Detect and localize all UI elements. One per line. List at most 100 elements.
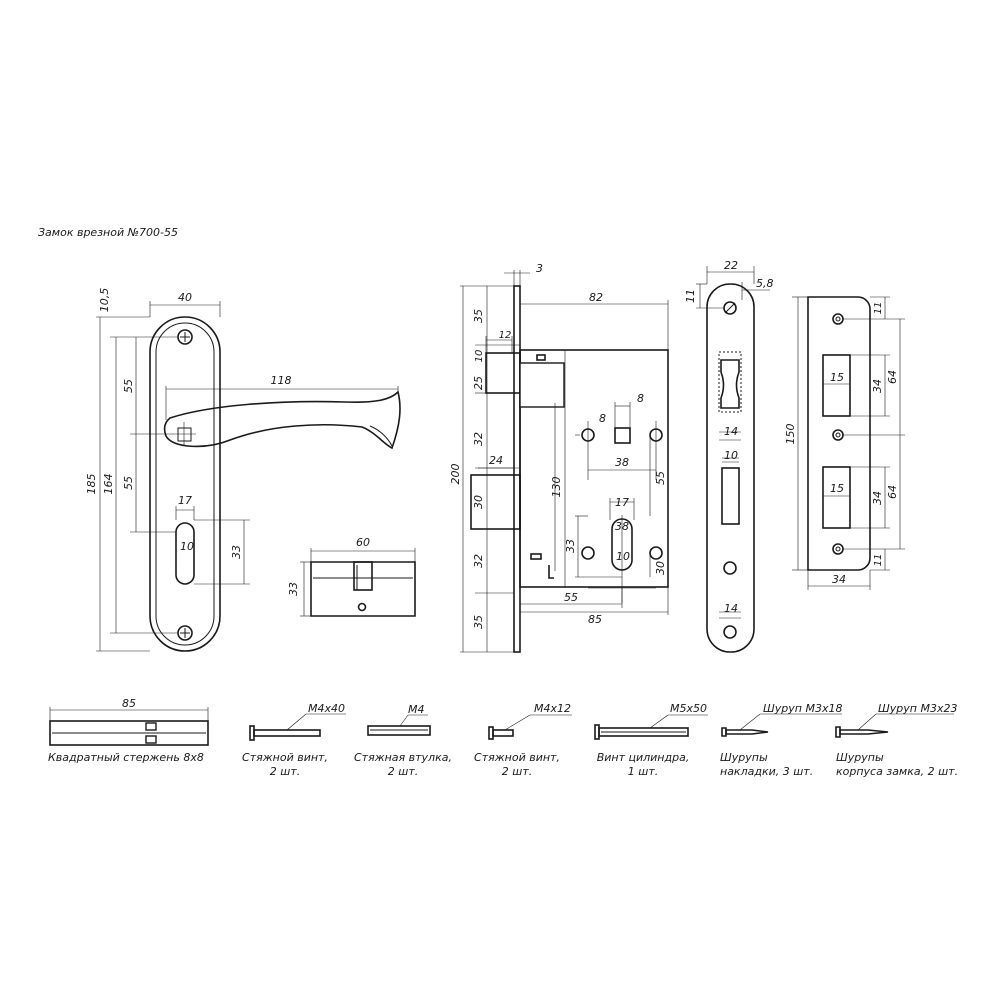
square-rod: 85 Квадратный стержень 8х8	[48, 697, 209, 764]
cylinder-screw: М5х50 Винт цилиндра, 1 шт.	[594, 702, 708, 778]
latch-bolt	[485, 352, 521, 394]
drawing-title: Замок врезной №700-55	[38, 226, 178, 239]
keyhole-icon	[175, 522, 195, 585]
dim-label: 34	[832, 573, 846, 586]
strike-plate-outline	[807, 296, 871, 571]
keyhole-icon	[611, 518, 633, 571]
part-label: 1 шт.	[628, 765, 658, 778]
screw-hole	[649, 546, 663, 560]
dim-label: 10	[180, 540, 194, 553]
dim-label: 30	[654, 561, 667, 575]
part-label: накладки, 3 шт.	[720, 765, 813, 778]
part-label: корпуса замка, 2 шт.	[836, 765, 958, 778]
rod-label: Квадратный стержень 8х8	[48, 751, 204, 764]
size-label: Шуруп М3х18	[763, 702, 842, 715]
handle-plate-view: 40 10,5 185 164 55 55 118 17 10 33	[85, 288, 401, 652]
part-label: 2 шт.	[270, 765, 300, 778]
dim-label: 38	[615, 456, 629, 469]
dim-label: 32	[472, 554, 485, 568]
part-label: Шурупы	[720, 751, 768, 764]
dim-label: 35	[472, 615, 485, 629]
dim-label: 200	[449, 464, 462, 485]
dim-label: 22	[724, 259, 738, 272]
connecting-sleeve: М4 Стяжная втулка, 2 шт.	[354, 703, 452, 778]
dim-label: 38	[615, 520, 629, 533]
dim-label: 34	[871, 491, 884, 505]
dim-label: 10,5	[98, 288, 111, 313]
handle-plate-inner	[155, 322, 215, 646]
accessories-row: 85 Квадратный стержень 8х8 М4х40 Стяжной…	[48, 697, 958, 778]
size-label: М4х12	[534, 702, 571, 715]
screw-icon	[177, 329, 193, 345]
dim-label: 82	[589, 291, 603, 304]
dim-label: 55	[122, 379, 135, 393]
connecting-screw-short: М4х12 Стяжной винт, 2 шт.	[474, 702, 572, 778]
latch-slot	[720, 359, 740, 409]
screw-hole	[832, 313, 844, 325]
dim-label: 14	[724, 425, 738, 438]
latch-window	[822, 354, 851, 417]
bolt-window	[822, 466, 851, 529]
part-label: 2 шт.	[502, 765, 532, 778]
dim-label: 11	[684, 289, 697, 303]
faceplate-view: 22 5,8 11 14 10 14	[684, 259, 774, 653]
dim-label: 40	[178, 291, 192, 304]
cylinder-screw-hole	[357, 602, 367, 612]
dead-bolt	[470, 474, 521, 530]
size-label: М4	[408, 703, 425, 716]
dim-label: 55	[654, 471, 667, 485]
screw-hole	[832, 429, 844, 441]
screw-hole	[723, 561, 737, 575]
dim-label: 30	[472, 495, 485, 509]
part-label: Стяжной винт,	[474, 751, 560, 764]
screw-hole	[723, 625, 737, 639]
part-label: Шурупы	[836, 751, 884, 764]
screw-hole	[832, 543, 844, 555]
dim-label: 3	[536, 262, 543, 275]
screw-hole	[581, 546, 595, 560]
dim-label: 10	[724, 449, 738, 462]
part-label: Стяжная втулка,	[354, 751, 452, 764]
dim-label: 15	[830, 482, 844, 495]
screw-icon	[177, 625, 193, 641]
spindle-square-icon	[177, 427, 192, 442]
dim-label: 60	[356, 536, 370, 549]
dim-label: 130	[550, 477, 563, 498]
cylinder-view: 60 33	[287, 536, 416, 617]
dim-label: 85	[588, 613, 602, 626]
dim-label: 5,8	[756, 277, 774, 290]
dim-label: 10	[616, 550, 630, 563]
dim-label: 185	[85, 474, 98, 495]
dim-label: 118	[271, 374, 292, 387]
faceplate-outline	[706, 283, 755, 653]
part-label: Винт цилиндра,	[597, 751, 690, 764]
size-label: Шуруп М3х23	[878, 702, 957, 715]
strike-plate-view: 150 11 15 34 64 15 34 64 11 34	[784, 296, 905, 590]
dim-label: 64	[886, 370, 899, 384]
dim-label: 64	[886, 485, 899, 499]
dim-label: 33	[287, 582, 300, 596]
lock-body-view: 3 82 12 35 10 25 32 24 30 32 35 200 130 …	[449, 262, 669, 653]
dim-label: 8	[637, 392, 644, 405]
dim-label: 24	[489, 454, 503, 467]
dim-label: 11	[873, 302, 884, 315]
lock-case	[519, 349, 669, 588]
dim-label: 55	[564, 591, 578, 604]
size-label: М4х40	[308, 702, 345, 715]
part-label: 2 шт.	[388, 765, 418, 778]
dim-label: 55	[122, 476, 135, 490]
dim-label: 8	[599, 412, 606, 425]
dim-label: 17	[178, 494, 192, 507]
lever-handle	[163, 390, 401, 450]
dim-label: 15	[830, 371, 844, 384]
cylinder-outline	[310, 561, 416, 617]
wood-screw-long: Шуруп М3х23 Шурупы корпуса замка, 2 шт.	[835, 702, 958, 778]
spindle-square-icon	[614, 427, 631, 444]
dim-label: 35	[472, 309, 485, 323]
dim-label: 33	[230, 545, 243, 559]
dim-label: 25	[472, 376, 485, 390]
dim-label: 11	[873, 554, 884, 567]
connecting-screw-long: М4х40 Стяжной винт, 2 шт.	[242, 702, 346, 778]
dim-label: 32	[472, 432, 485, 446]
